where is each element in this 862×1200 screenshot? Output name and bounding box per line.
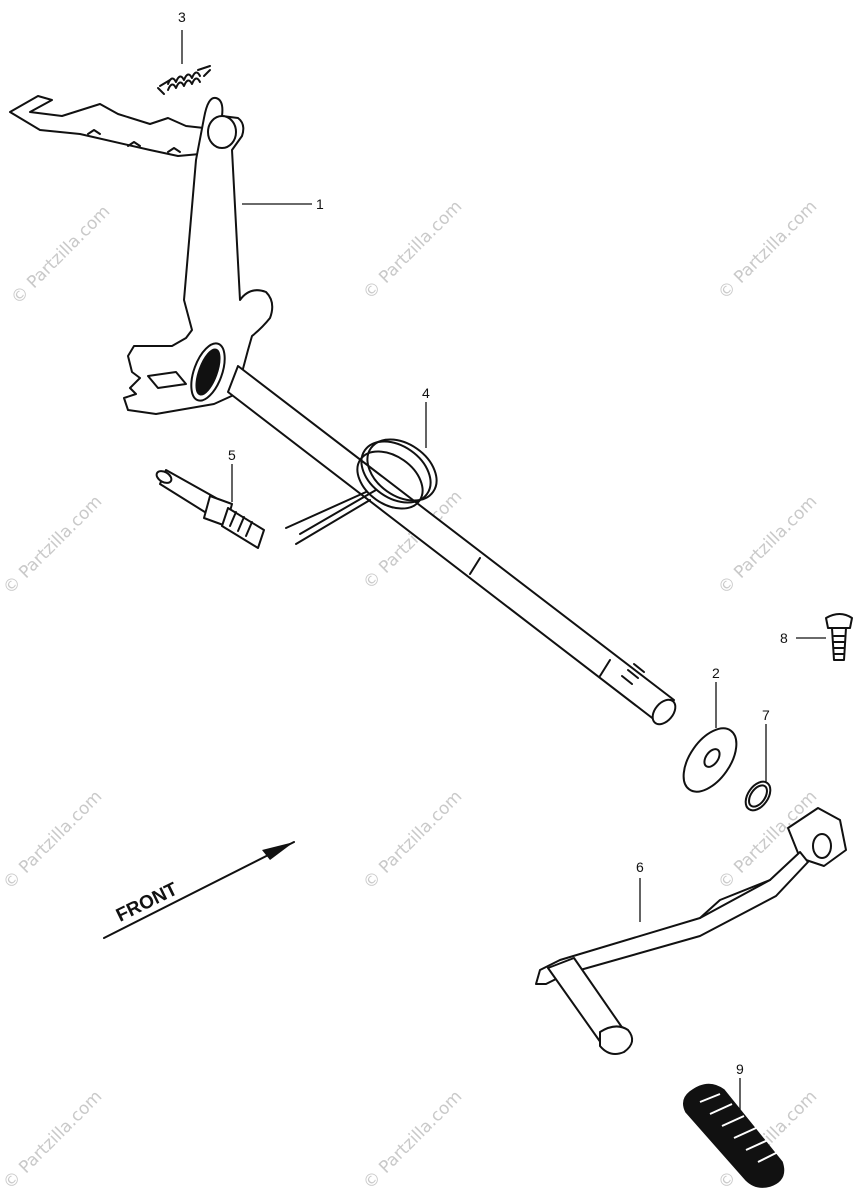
callout-number: 9 (736, 1061, 744, 1077)
part-2-washer[interactable] (673, 719, 747, 801)
part-5-bolt[interactable] (155, 469, 265, 549)
watermark-text: © Partzilla.com (714, 197, 821, 304)
watermark-text: © Partzilla.com (0, 1087, 106, 1194)
watermark-text: © Partzilla.com (0, 492, 106, 599)
callout-numbers: 3 1 4 5 2 7 8 6 9 (178, 9, 788, 1077)
callout-number: 5 (228, 447, 236, 463)
part-3-spring[interactable] (157, 65, 211, 95)
watermark-text: © Partzilla.com (359, 197, 466, 304)
front-label: FRONT (113, 879, 181, 927)
part-4-shaft-spring[interactable] (285, 427, 448, 545)
part-7-circlip[interactable] (741, 777, 776, 815)
watermark-text: © Partzilla.com (7, 202, 114, 309)
callout-number: 1 (316, 196, 324, 212)
front-indicator: FRONT (103, 841, 295, 939)
callout-number: 4 (422, 385, 430, 401)
watermark-text: © Partzilla.com (0, 787, 106, 894)
watermark-text: © Partzilla.com (714, 492, 821, 599)
part-1-shift-arm[interactable] (9, 95, 680, 729)
callout-number: 2 (712, 665, 720, 681)
callout-number: 3 (178, 9, 186, 25)
front-arrow-icon (262, 842, 294, 860)
leader-lines (181, 30, 826, 1110)
callout-number: 8 (780, 630, 788, 646)
part-9-pedal-rubber[interactable] (683, 1083, 785, 1188)
part-8-bolt[interactable] (825, 613, 853, 661)
watermark-text: © Partzilla.com (359, 787, 466, 894)
part-6-pedal[interactable] (535, 807, 847, 1055)
callout-number: 7 (762, 707, 770, 723)
callout-number: 6 (636, 859, 644, 875)
watermark-layer: © Partzilla.com © Partzilla.com © Partzi… (0, 197, 821, 1194)
watermark-text: © Partzilla.com (359, 1087, 466, 1194)
